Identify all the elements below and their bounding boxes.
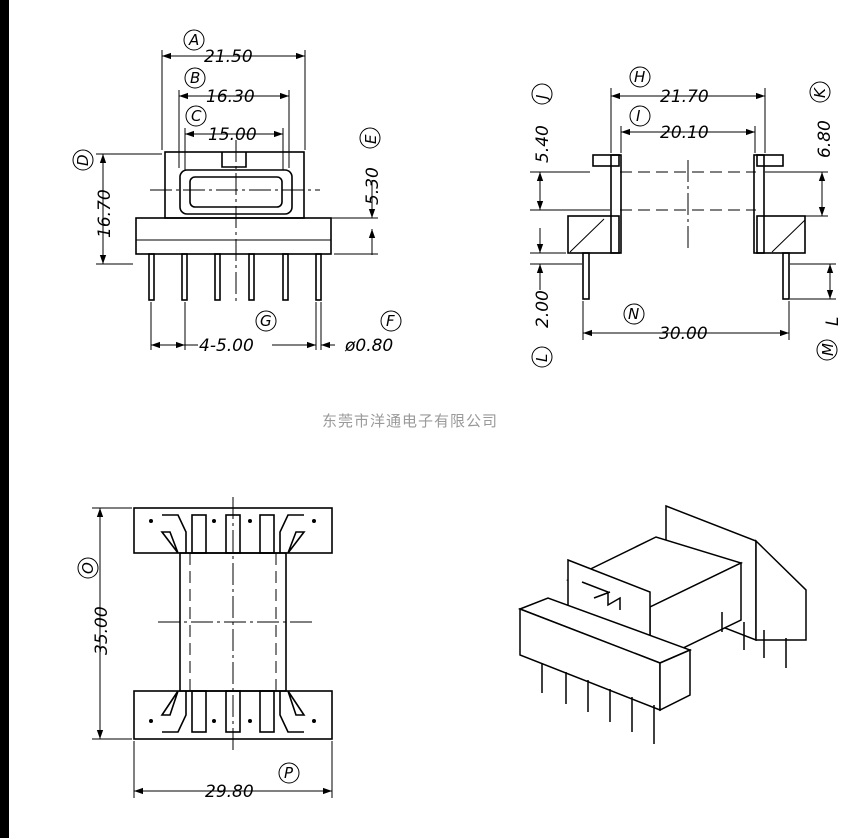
- front-view: [96, 50, 378, 350]
- marker-c: C: [191, 107, 202, 125]
- marker-a: A: [188, 31, 199, 49]
- dim-d: 16.70: [95, 189, 115, 238]
- marker-e: E: [362, 134, 380, 144]
- dim-i: 20.10: [660, 123, 709, 143]
- dim-b: 16.30: [206, 87, 255, 107]
- dim-h: 21.70: [660, 87, 709, 107]
- bottom-view: [92, 497, 333, 798]
- marker-g: G: [260, 312, 272, 330]
- marker-i: I: [636, 107, 641, 125]
- dim-p: 29.80: [205, 782, 254, 802]
- marker-k: K: [811, 87, 829, 98]
- dim-l: 2.00: [533, 290, 553, 328]
- dim-k: 6.80: [815, 120, 835, 158]
- marker-p: P: [284, 764, 294, 782]
- marker-j: J: [533, 95, 551, 102]
- company-watermark: 东莞市洋通电子有限公司: [322, 412, 498, 430]
- left-border-bar: [0, 0, 9, 838]
- dim-c: 15.00: [208, 125, 257, 145]
- marker-n: N: [628, 305, 639, 323]
- dim-e: 5.30: [363, 167, 383, 205]
- marker-m: M: [819, 343, 837, 356]
- dim-f: ø0.80: [344, 336, 393, 356]
- dim-n: 30.00: [659, 324, 708, 344]
- marker-h: H: [634, 68, 645, 86]
- marker-l: L: [533, 354, 551, 362]
- dim-m: L: [823, 317, 843, 326]
- dim-g: 4-5.00: [199, 336, 254, 356]
- marker-labels: A B C D E F G H I J K L M N O P: [72, 29, 838, 784]
- marker-b: B: [190, 69, 200, 87]
- dim-a: 21.50: [204, 47, 253, 67]
- marker-f: F: [386, 312, 395, 330]
- isometric-view: [517, 504, 807, 744]
- dimension-labels: 21.50 16.30 15.00 16.70 5.30 4-5.00 ø0.8…: [92, 47, 843, 802]
- dim-j: 5.40: [533, 125, 553, 163]
- marker-d: D: [74, 154, 92, 166]
- marker-o: O: [79, 562, 97, 574]
- dim-o: 35.00: [92, 606, 112, 655]
- side-view: [530, 88, 836, 340]
